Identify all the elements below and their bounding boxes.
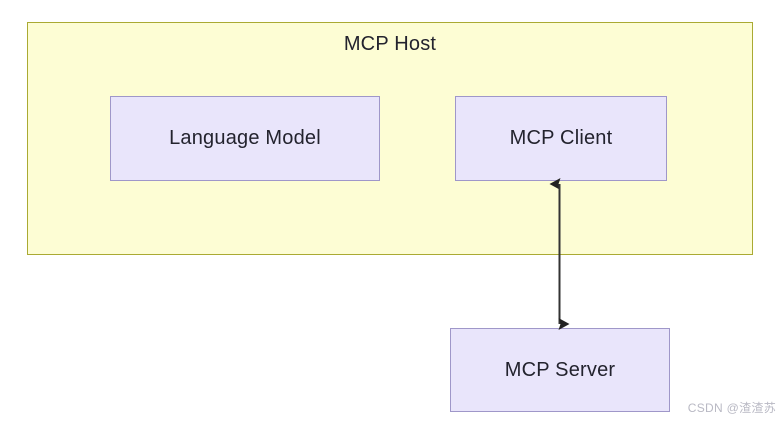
node-mcp-client-label: MCP Client <box>509 127 613 149</box>
watermark: CSDN @渣渣苏 <box>687 401 776 415</box>
node-mcp-client: MCP Client <box>455 96 667 181</box>
mcp-host-title: MCP Host <box>343 33 437 55</box>
node-mcp-server: MCP Server <box>450 328 670 412</box>
node-language-model-label: Language Model <box>169 127 321 149</box>
node-mcp-server-label: MCP Server <box>504 358 616 381</box>
node-language-model: Language Model <box>110 96 380 181</box>
